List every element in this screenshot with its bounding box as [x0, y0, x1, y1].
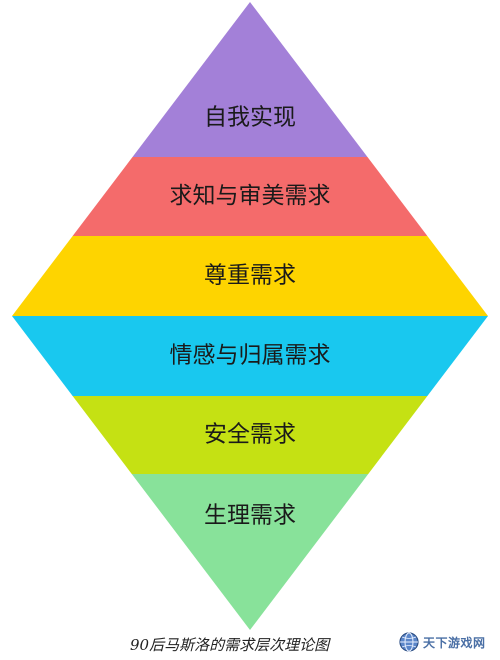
- band-love-belonging: [12, 316, 488, 396]
- hierarchy-bands: [12, 2, 488, 630]
- globe-icon: [399, 632, 419, 652]
- label-love-belonging: 情感与归属需求: [170, 343, 331, 369]
- band-self-actualization: [132, 2, 368, 157]
- diagram-caption: 90后马斯洛的需求层次理论图: [130, 636, 330, 654]
- band-physiological: [131, 474, 369, 630]
- label-safety: 安全需求: [204, 422, 296, 448]
- band-cognitive-aesthetic: [72, 157, 428, 236]
- site-watermark: 天下游戏网: [398, 628, 494, 656]
- band-esteem: [12, 236, 488, 316]
- watermark-text: 天下游戏网: [423, 635, 486, 650]
- label-physiological: 生理需求: [204, 503, 296, 529]
- label-cognitive-aesthetic: 求知与审美需求: [170, 183, 331, 209]
- label-esteem: 尊重需求: [204, 263, 296, 289]
- band-safety: [72, 396, 428, 474]
- label-self-actualization: 自我实现: [204, 105, 296, 131]
